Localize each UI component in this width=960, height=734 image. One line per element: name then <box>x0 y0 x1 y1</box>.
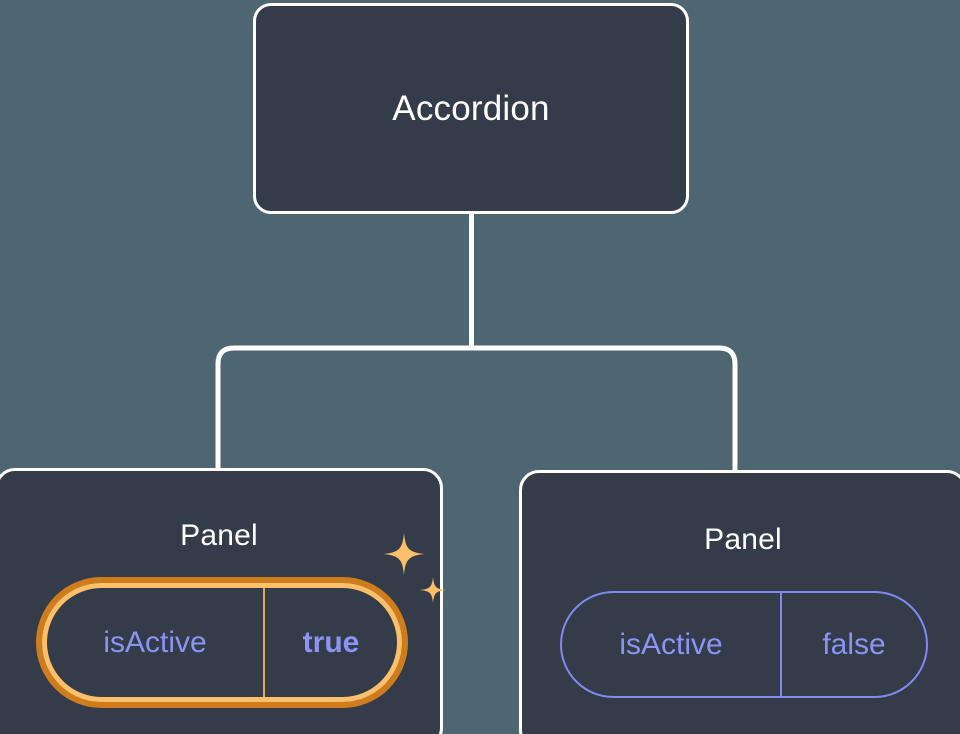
node-panel-left[interactable]: Panel isActive true <box>0 468 446 734</box>
node-panel-right[interactable]: Panel isActive false <box>519 470 960 734</box>
connector-branch-left <box>215 345 472 470</box>
prop-key-label: isActive <box>103 625 207 659</box>
prop-value-label: true <box>263 588 397 697</box>
node-panel-right-label: Panel <box>704 523 782 556</box>
sparkle-small-icon <box>420 577 446 603</box>
node-panel-left-label: Panel <box>180 519 258 552</box>
node-accordion-label: Accordion <box>392 88 550 128</box>
prop-pill-isactive-true[interactable]: isActive true <box>36 577 408 708</box>
prop-value-label: false <box>780 593 926 696</box>
prop-pill-isactive-false[interactable]: isActive false <box>560 591 928 698</box>
node-accordion[interactable]: Accordion <box>253 3 689 214</box>
connector-branch-right <box>471 345 738 472</box>
prop-key-label: isActive <box>619 627 723 661</box>
